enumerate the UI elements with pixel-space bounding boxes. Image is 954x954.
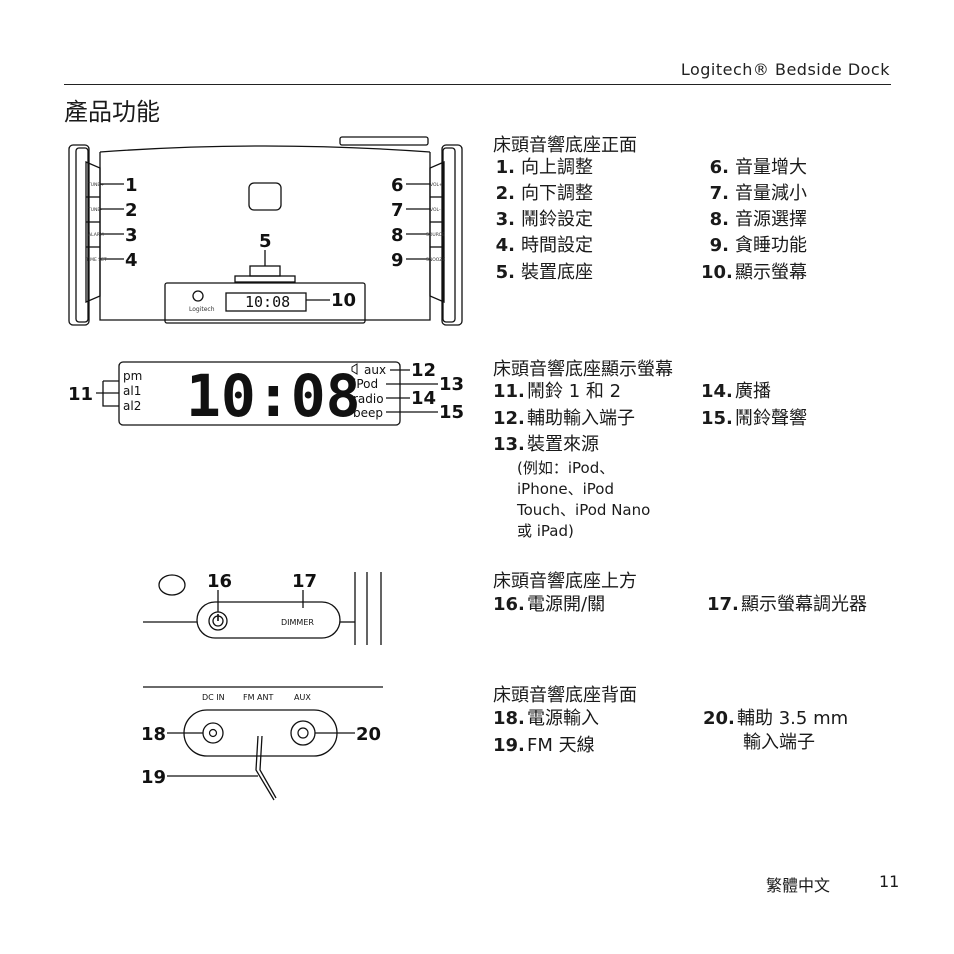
list-item: 6.音量增大	[709, 157, 807, 178]
top-view-illustration	[143, 572, 382, 645]
display-label-pm: pm	[123, 369, 142, 383]
callout-20: 20	[356, 724, 381, 745]
callout-14: 14	[411, 388, 436, 409]
callout-6: 6	[391, 175, 404, 196]
display-label-beep: beep	[353, 406, 383, 420]
btn-vol-down: VOL-	[430, 207, 441, 213]
page-number: 11	[879, 872, 900, 891]
header-rule	[64, 84, 891, 85]
section-title-front: 床頭音響底座正面	[493, 135, 637, 156]
list-item: 7.音量減小	[709, 183, 807, 204]
page-title: 產品功能	[64, 98, 160, 126]
list-item-continuation: 輸入端子	[743, 732, 815, 753]
list-item: 12.輔助輸入端子	[493, 408, 635, 429]
section-title-display: 床頭音響底座顯示螢幕	[493, 359, 673, 380]
front-view-illustration	[68, 136, 463, 326]
section-title-top: 床頭音響底座上方	[493, 571, 637, 592]
btn-alarm: ALARM	[88, 232, 104, 238]
display-label-ipod: iPod	[353, 377, 378, 391]
footer-language: 繁體中文	[766, 876, 831, 895]
list-item: 19.FM 天線	[493, 735, 595, 756]
display-label-radio: radio	[353, 392, 384, 406]
port-fm-ant: FM ANT	[243, 693, 274, 702]
list-item: 13.裝置來源	[493, 434, 599, 455]
list-item: 2.向下調整	[495, 183, 593, 204]
list-item: 15.鬧鈴聲響	[701, 408, 807, 429]
list-item: 4.時間設定	[495, 235, 593, 256]
callout-11: 11	[68, 384, 93, 405]
btn-tune-down: TUNE-	[87, 207, 102, 213]
list-item: 14.廣播	[701, 381, 771, 402]
callout-17: 17	[292, 571, 317, 592]
btn-time-set: TIME SET	[85, 257, 107, 263]
callout-13: 13	[439, 374, 464, 395]
callout-12: 12	[411, 360, 436, 381]
speaker-icon	[351, 363, 358, 375]
note-line: iPhone、iPod	[517, 480, 615, 498]
callout-9: 9	[391, 250, 404, 271]
callout-10: 10	[331, 290, 356, 311]
list-item: 20.輔助 3.5 mm	[703, 708, 849, 729]
callout-19: 19	[141, 767, 166, 788]
port-aux: AUX	[294, 693, 311, 702]
list-item: 3.鬧鈴設定	[495, 209, 593, 230]
list-item: 16.電源開/關	[493, 594, 606, 615]
callout-2: 2	[125, 200, 138, 221]
callout-7: 7	[391, 200, 404, 221]
section-title-back: 床頭音響底座背面	[493, 685, 637, 706]
display-time: 10:08	[186, 362, 361, 430]
callout-3: 3	[125, 225, 138, 246]
list-item: 1.向上調整	[495, 157, 593, 178]
port-dc-in: DC IN	[202, 693, 225, 702]
btn-source: SOURCE	[426, 232, 445, 238]
btn-vol-up: VOL+	[430, 182, 443, 188]
callout-18: 18	[141, 724, 166, 745]
list-item: 9.貪睡功能	[709, 235, 807, 256]
header-brand: Logitech® Bedside Dock	[680, 60, 890, 79]
btn-snooze: SNOOZE	[426, 257, 445, 263]
list-item: 10.顯示螢幕	[701, 262, 807, 283]
callout-5: 5	[259, 231, 272, 252]
small-display-time: 10:08	[245, 293, 290, 311]
list-item: 18.電源輸入	[493, 708, 599, 729]
display-label-al1: al1	[123, 384, 141, 398]
callout-1: 1	[125, 175, 138, 196]
btn-tune-up: TUNE+	[87, 182, 104, 188]
display-detail-illustration	[96, 361, 438, 426]
list-item: 11.鬧鈴 1 和 2	[493, 381, 622, 402]
callout-8: 8	[391, 225, 404, 246]
callout-16: 16	[207, 571, 232, 592]
list-item: 5.裝置底座	[495, 262, 593, 283]
callout-4: 4	[125, 250, 138, 271]
dimmer-label: DIMMER	[281, 618, 314, 627]
logo-wordmark: Logitech	[189, 306, 215, 313]
note-line: 或 iPad)	[517, 522, 574, 540]
note-line: Touch、iPod Nano	[517, 501, 651, 519]
list-item: 17.顯示螢幕調光器	[707, 594, 867, 615]
display-label-al2: al2	[123, 399, 141, 413]
display-label-aux: aux	[364, 363, 386, 377]
back-view-illustration	[143, 686, 383, 801]
list-item: 8.音源選擇	[709, 209, 807, 230]
note-line: (例如：iPod、	[517, 459, 615, 477]
callout-15: 15	[439, 402, 464, 423]
